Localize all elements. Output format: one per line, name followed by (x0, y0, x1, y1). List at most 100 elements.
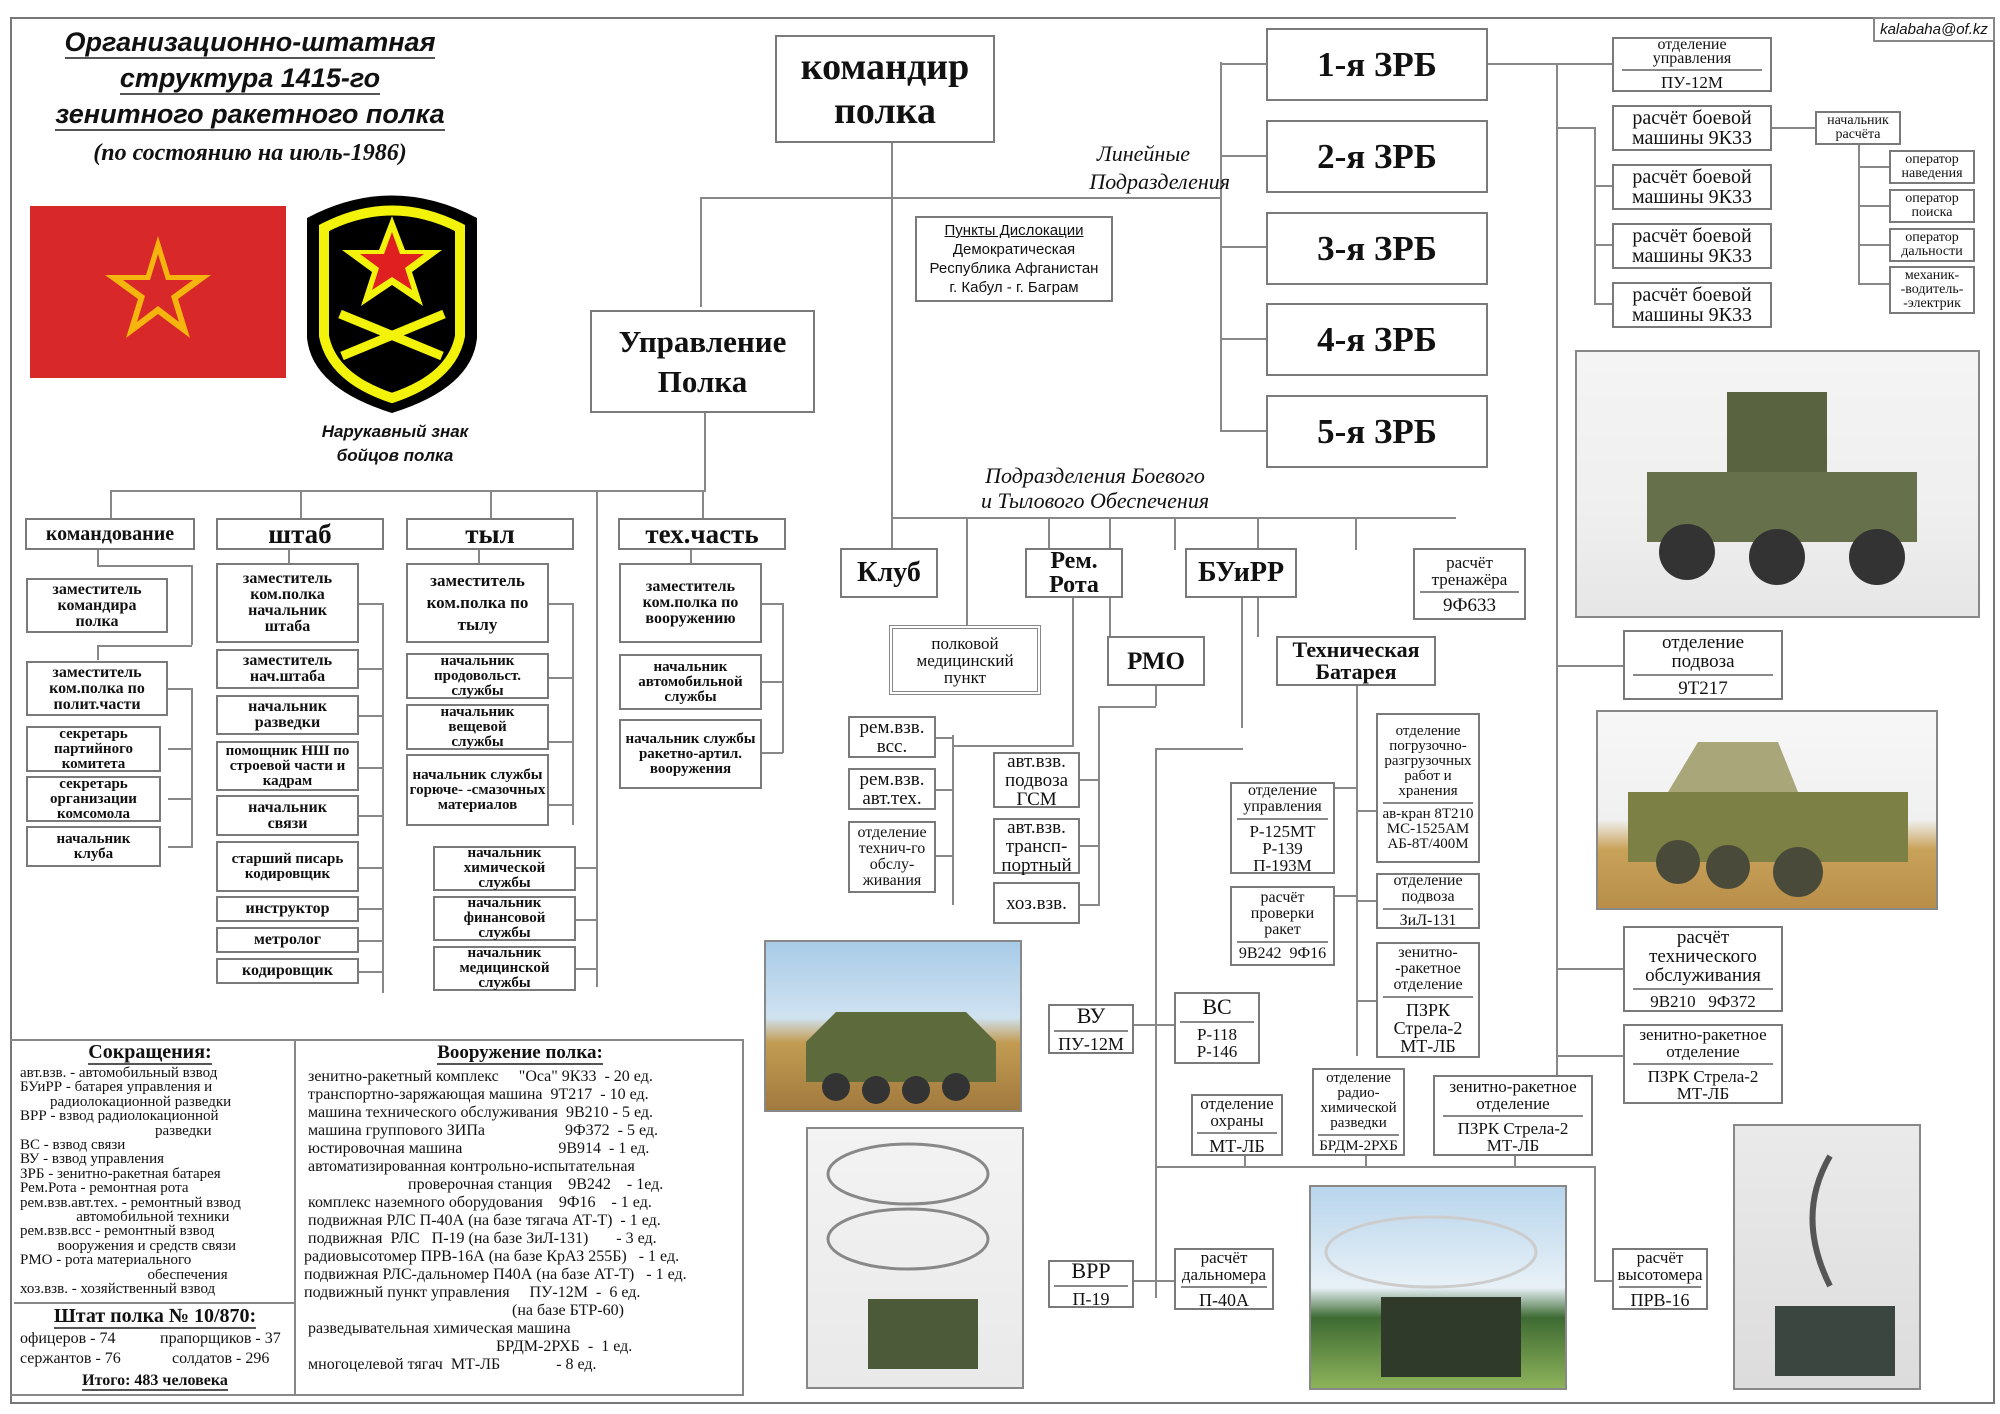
staff-item-9[interactable]: кодировщик (216, 958, 359, 984)
staff-item-1[interactable]: заместитель ком.полка начальник штаба (216, 563, 359, 643)
command-item-3[interactable]: секретарь партийного комитета (26, 726, 161, 772)
connector (1356, 686, 1358, 1056)
tech-battery-control[interactable]: отделение управления Р-125МТ Р-139 П-193… (1230, 782, 1335, 874)
buirr-sam-box[interactable]: зенитно-ракетное отделение ПЗРК Стрела-2… (1433, 1075, 1593, 1156)
buirr-chem-box[interactable]: отделение радио- химической разведки БРД… (1312, 1068, 1405, 1156)
tech-battery-loading[interactable]: отделение погрузочно- разгрузочных работ… (1376, 713, 1480, 863)
buirr-rangefinder-box[interactable]: расчёт дальномера П-40А (1174, 1248, 1274, 1310)
repair-platoon-2[interactable]: рем.взв. авт.тех. (848, 768, 936, 810)
repair-platoon-1[interactable]: рем.взв. всс. (848, 716, 936, 758)
repair-section-3[interactable]: отделение технич-го обслу- живания (848, 821, 936, 893)
other-item-2[interactable]: начальник финансовой службы (433, 896, 576, 941)
club-box[interactable]: Клуб (840, 548, 938, 598)
connector (891, 140, 893, 517)
battery-maintenance-section[interactable]: расчёт технического обслуживания 9В210 9… (1623, 926, 1783, 1012)
tech-item-3[interactable]: начальник службы ракетно-артил. вооружен… (619, 719, 762, 789)
combat-crew-3[interactable]: расчёт боевой машины 9К33 (1612, 223, 1772, 269)
section-equipment: МТ-ЛБ (1400, 1036, 1456, 1056)
battery-3[interactable]: 3-я ЗРБ (1266, 212, 1488, 285)
combat-crew-1[interactable]: расчёт боевой машины 9К33 (1612, 105, 1772, 151)
rear-item-3[interactable]: начальник вещевой службы (406, 704, 549, 750)
staff-item-7[interactable]: инструктор (216, 896, 359, 922)
armament-panel (294, 1039, 744, 1396)
section-staff[interactable]: штаб (216, 518, 384, 550)
tech-battery-supply[interactable]: отделение подвоза ЗиЛ-131 (1376, 873, 1480, 929)
buirr-altimeter-box[interactable]: расчёт высотомера ПРВ-16 (1612, 1248, 1708, 1310)
battery-control-section[interactable]: отделение управления ПУ-12М (1612, 37, 1772, 92)
other-item-1[interactable]: начальник химической службы (433, 846, 576, 891)
page-frame (10, 17, 1995, 1404)
rmo-platoon-1[interactable]: авт.взв. подвоза ГСМ (993, 752, 1080, 809)
commander-box[interactable]: командир полка (775, 35, 995, 143)
abbreviations-title: Сокращения: (88, 1041, 212, 1065)
connector (110, 490, 706, 492)
command-item-2[interactable]: заместитель ком.полка по полит.части (26, 661, 168, 716)
location-line-2: Республика Афганистан (929, 260, 1099, 277)
section-name: расчёт высотомера (1617, 1248, 1703, 1284)
buirr-vrr-box[interactable]: ВРР П-19 (1048, 1260, 1134, 1308)
section-equipment: ЗиЛ-131 (1399, 912, 1457, 929)
battery-2[interactable]: 2-я ЗРБ (1266, 120, 1488, 193)
item-label: заместитель ком.полка по вооружению (642, 578, 739, 627)
battery-supply-section[interactable]: отделение подвоза 9Т217 (1623, 630, 1783, 700)
combat-crew-4[interactable]: расчёт боевой машины 9К33 (1612, 282, 1772, 328)
section-command[interactable]: командование (25, 518, 195, 550)
tech-battery-check[interactable]: расчёт проверки ракет 9В242 9Ф16 (1230, 886, 1335, 966)
armament-line: радиовысотомер ПРВ-16А (на базе КрАЗ 255… (304, 1248, 680, 1265)
connector (1594, 1280, 1612, 1282)
hq-box[interactable]: Управление Полка (590, 310, 815, 413)
staff-item-4[interactable]: помощник НШ по строевой части и кадрам (216, 741, 359, 791)
connector (549, 804, 573, 806)
rmo-platoon-2[interactable]: авт.взв. трансп- портный (993, 818, 1080, 875)
crew-member-4[interactable]: механик- -водитель- -электрик (1889, 266, 1975, 314)
section-equipment: Р-146 (1196, 1042, 1238, 1061)
staff-item-8[interactable]: метролог (216, 927, 359, 953)
trainer-crew-box[interactable]: расчёт тренажёра 9Ф633 (1413, 548, 1526, 620)
buirr-box[interactable]: БУиРР (1185, 548, 1297, 598)
buirr-guard-box[interactable]: отделение охраны МТ-ЛБ (1191, 1094, 1283, 1156)
crew-member-2[interactable]: оператор поиска (1889, 189, 1975, 223)
tech-battery-box[interactable]: Техническая Батарея (1276, 636, 1436, 686)
other-item-3[interactable]: начальник медицинской службы (433, 946, 576, 991)
tech-battery-sam[interactable]: зенитно- -ракетное отделение ПЗРК Стрела… (1376, 942, 1480, 1058)
crew-member-3[interactable]: оператор дальности (1889, 228, 1975, 262)
battery-4[interactable]: 4-я ЗРБ (1266, 303, 1488, 376)
staff-item-5[interactable]: начальник связи (216, 795, 359, 836)
connector (549, 603, 573, 605)
item-label: начальник клуба (56, 830, 131, 862)
combat-crew-2[interactable]: расчёт боевой машины 9К33 (1612, 164, 1772, 210)
staff-item-3[interactable]: начальник разведки (216, 695, 359, 735)
command-item-1[interactable]: заместитель командира полка (26, 578, 168, 633)
crew-chief[interactable]: начальник расчёта (1815, 111, 1901, 145)
battery-1[interactable]: 1-я ЗРБ (1266, 28, 1488, 101)
tech-item-1[interactable]: заместитель ком.полка по вооружению (619, 563, 762, 643)
rear-item-2[interactable]: начальник продовольст. службы (406, 653, 549, 699)
command-item-5[interactable]: начальник клуба (26, 826, 161, 867)
rear-item-4[interactable]: начальник службы горюче- -смазочных мате… (406, 754, 549, 826)
sleeve-patch-emblem (302, 188, 482, 416)
section-name: отделение управления (1652, 36, 1732, 67)
staff-item-6[interactable]: старший писарь кодировщик (216, 841, 359, 892)
battery-sam-section[interactable]: зенитно-ракетное отделение ПЗРК Стрела-2… (1623, 1024, 1783, 1104)
crew-member-1[interactable]: оператор наведения (1889, 150, 1975, 184)
patch-caption-line-1: Нарукавный знак (321, 422, 469, 441)
connector (1356, 810, 1376, 812)
battery-5[interactable]: 5-я ЗРБ (1266, 395, 1488, 468)
section-title: штаб (268, 518, 332, 549)
buirr-vu-box[interactable]: ВУ ПУ-12М (1048, 1004, 1134, 1054)
rmo-platoon-3[interactable]: хоз.взв. (993, 882, 1080, 924)
repair-company-box[interactable]: Рем. Рота (1025, 548, 1123, 598)
command-item-4[interactable]: секретарь организации комсомола (26, 776, 161, 822)
connector (1132, 1024, 1174, 1026)
item-label: начальник службы ракетно-артил. вооружен… (625, 730, 756, 777)
medical-point-box[interactable]: полковой медицинский пункт (889, 625, 1041, 695)
section-equipment: АБ-8Т/400М (1387, 836, 1469, 852)
rmo-box[interactable]: РМО (1107, 636, 1205, 686)
tech-item-2[interactable]: начальник автомобильной службы (619, 654, 762, 710)
section-rear[interactable]: тыл (406, 518, 574, 550)
rear-item-1[interactable]: заместитель ком.полка по тылу (406, 563, 549, 643)
buirr-vs-box[interactable]: ВС Р-118 Р-146 (1174, 992, 1260, 1064)
staff-item-2[interactable]: заместитель нач.штаба (216, 649, 359, 689)
section-tech[interactable]: тех.часть (618, 518, 786, 550)
section-equipment: ПУ-12М (1660, 73, 1724, 92)
